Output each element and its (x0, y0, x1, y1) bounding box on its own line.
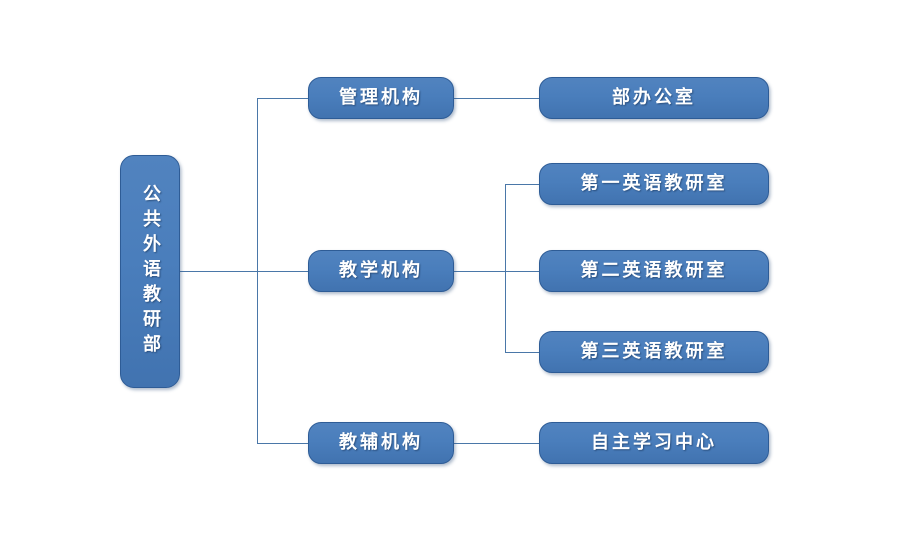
node-teaching-organization[interactable]: 教学机构 (308, 250, 454, 292)
node-teaching-support-organization[interactable]: 教辅机构 (308, 422, 454, 464)
node-teaching-organization-label: 教学机构 (339, 260, 423, 282)
node-root-label: 公共外语教研部 (140, 184, 161, 359)
connector-trunk-to-leaf3 (505, 271, 540, 272)
node-department-office[interactable]: 部办公室 (539, 77, 769, 119)
node-first-english-teaching-office[interactable]: 第一英语教研室 (539, 163, 769, 205)
node-management-organization-label: 管理机构 (339, 87, 423, 109)
connector-trunk-to-leaf4 (505, 352, 540, 353)
connector-trunk-to-mid3 (257, 443, 308, 444)
node-second-english-teaching-office-label: 第二英语教研室 (580, 260, 728, 282)
node-self-access-learning-center[interactable]: 自主学习中心 (539, 422, 769, 464)
connector-trunk-to-mid1 (257, 98, 308, 99)
node-teaching-support-organization-label: 教辅机构 (339, 432, 423, 454)
connector-level3-trunk (505, 184, 506, 353)
node-second-english-teaching-office[interactable]: 第二英语教研室 (539, 250, 769, 292)
connector-root-stem (179, 271, 258, 272)
node-third-english-teaching-office[interactable]: 第三英语教研室 (539, 331, 769, 373)
connector-mid1-to-leaf1 (454, 98, 540, 99)
connector-mid3-to-leaf5 (454, 443, 540, 444)
connector-trunk-to-mid2 (257, 271, 308, 272)
connector-trunk-to-leaf2 (505, 184, 540, 185)
connector-level2-trunk (257, 98, 258, 443)
node-self-access-learning-center-label: 自主学习中心 (591, 432, 717, 454)
node-first-english-teaching-office-label: 第一英语教研室 (580, 173, 728, 195)
node-third-english-teaching-office-label: 第三英语教研室 (580, 341, 728, 363)
connector-mid2-stem (454, 271, 506, 272)
node-root-public-foreign-language-department[interactable]: 公共外语教研部 (120, 155, 180, 388)
node-management-organization[interactable]: 管理机构 (308, 77, 454, 119)
node-department-office-label: 部办公室 (612, 87, 696, 109)
